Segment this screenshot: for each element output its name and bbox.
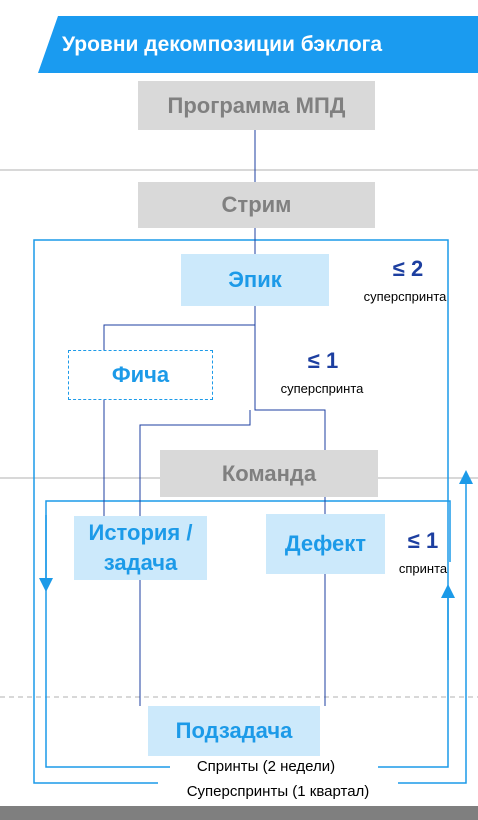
arrow-down-icon xyxy=(39,578,53,592)
footer-bar xyxy=(0,806,478,820)
feature-unit-label: суперспринта xyxy=(280,381,364,396)
epic-limit-label: ≤ 2 xyxy=(392,256,424,281)
sprint-limit-label: ≤ 1 xyxy=(407,528,439,553)
supersprint-frame xyxy=(33,239,449,784)
title-banner xyxy=(38,16,478,73)
sprint-frame xyxy=(45,500,451,768)
story-box: История /задача xyxy=(74,516,207,580)
feature-limit-label: ≤ 1 xyxy=(307,348,339,373)
page-title: Уровни декомпозиции бэклога xyxy=(62,33,383,56)
sprint-frame-bottom xyxy=(378,590,449,768)
team-box: Команда xyxy=(160,450,378,497)
sprints-legend: Спринты (2 недели) xyxy=(196,758,336,775)
supersprints-legend: Суперспринты (1 квартал) xyxy=(186,783,370,800)
subtask-box: Подзадача xyxy=(148,706,320,756)
arrow-up-icon xyxy=(441,584,455,598)
sprint-unit-label: спринта xyxy=(398,561,448,576)
supersprint-frame-bottom xyxy=(398,478,467,784)
feature-box: Фича xyxy=(68,350,213,400)
program-box: Программа МПД xyxy=(138,81,375,130)
defect-box: Дефект xyxy=(266,514,385,574)
epic-box: Эпик xyxy=(181,254,329,306)
epic-unit-label: суперспринта xyxy=(363,289,447,304)
arrow-up-icon xyxy=(459,470,473,484)
stream-box: Стрим xyxy=(138,182,375,228)
